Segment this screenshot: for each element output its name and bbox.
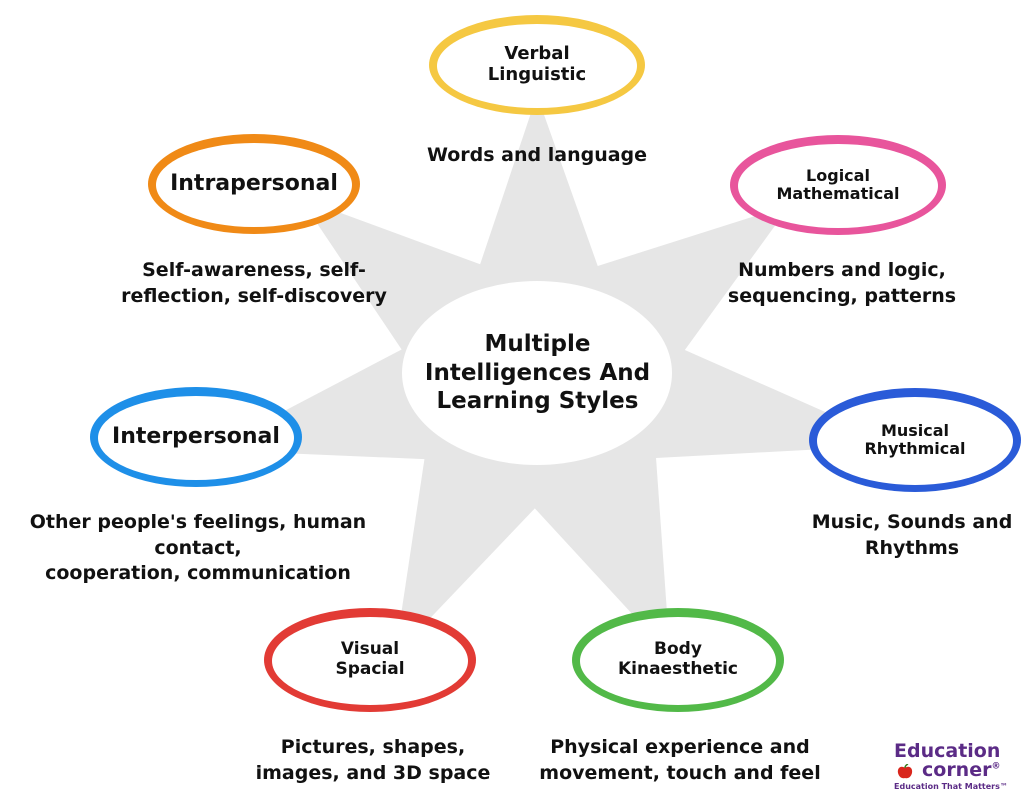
node-description-1: Numbers and logic, sequencing, patterns bbox=[727, 259, 957, 307]
ring-inner-1 bbox=[738, 144, 938, 228]
node-label-2: Musical Rhythmical bbox=[864, 420, 966, 458]
node-description-3: Physical experience and movement, touch … bbox=[539, 736, 821, 784]
node-label-4: Visual Spacial bbox=[335, 639, 405, 679]
center-title: Multiple Intelligences And Learning Styl… bbox=[424, 330, 651, 415]
ring-inner-0 bbox=[437, 24, 637, 108]
ring-inner-5 bbox=[98, 396, 294, 480]
node-label-5: Interpersonal bbox=[112, 424, 280, 450]
brand-logo: Education corner® Education That Matters… bbox=[888, 740, 1018, 800]
brand-line1: Education bbox=[894, 740, 1001, 762]
ring-inner-4 bbox=[272, 617, 468, 705]
brand-line2: corner® bbox=[922, 759, 1001, 781]
apple-icon bbox=[897, 764, 913, 779]
brand-tagline: Education That Matters™ bbox=[894, 782, 1008, 791]
node-description-5: Other people's feelings, human contact, … bbox=[29, 511, 367, 585]
ring-inner-2 bbox=[817, 397, 1013, 485]
node-description-2: Music, Sounds and Rhythms bbox=[811, 511, 1013, 559]
node-label-3: Body Kinaesthetic bbox=[617, 639, 738, 679]
node-label-0: Verbal Linguistic bbox=[487, 43, 587, 85]
ring-inner-6 bbox=[156, 143, 352, 227]
node-description-4: Pictures, shapes, images, and 3D space bbox=[255, 736, 491, 784]
node-description-0: Words and language bbox=[426, 144, 648, 166]
ring-inner-3 bbox=[580, 617, 776, 705]
node-description-6: Self-awareness, self- reflection, self-d… bbox=[121, 259, 387, 307]
node-label-1: Logical Mathematical bbox=[776, 165, 900, 203]
node-label-6: Intrapersonal bbox=[170, 171, 338, 197]
center-circle bbox=[402, 281, 672, 465]
